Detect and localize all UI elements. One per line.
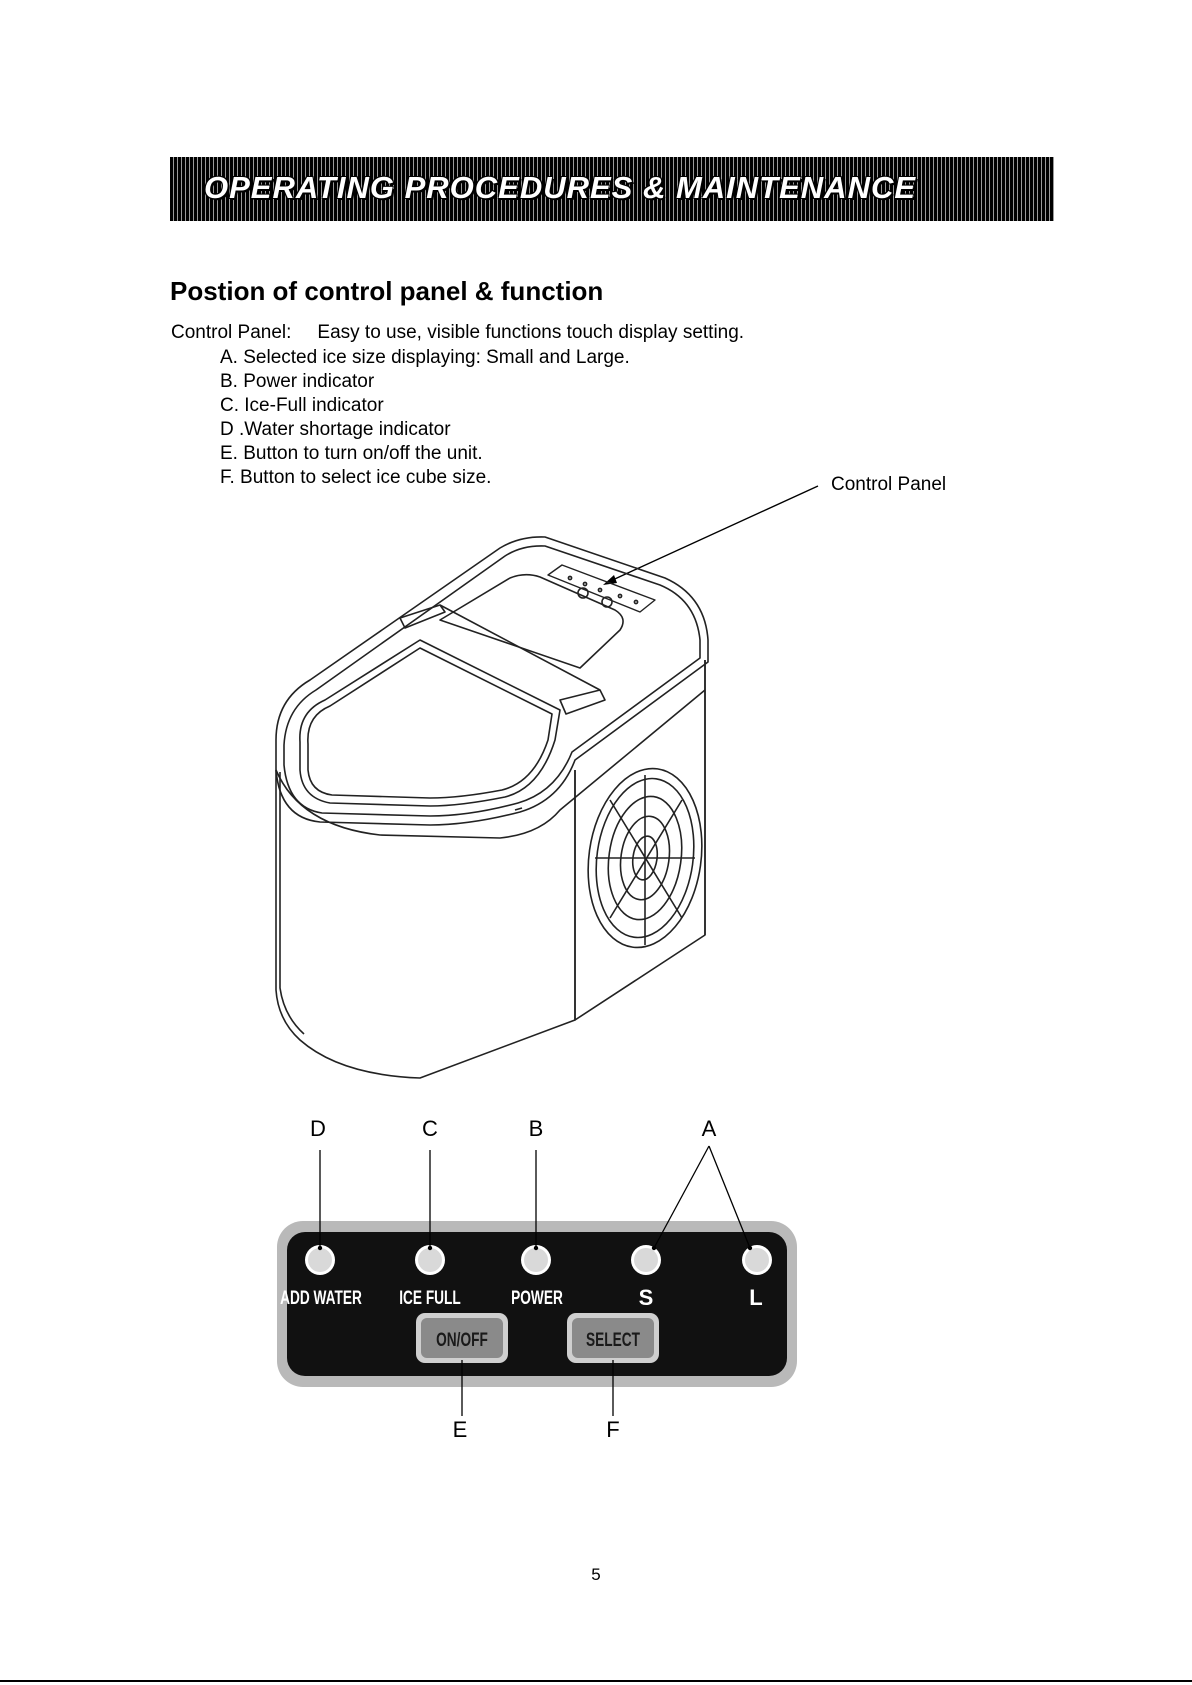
list-item: D .Water shortage indicator [220, 419, 451, 440]
indicator-large: L [742, 1245, 772, 1310]
indicator-label: S [639, 1285, 654, 1310]
list-item: C. Ice-Full indicator [220, 395, 384, 416]
indicator-small: S [631, 1245, 661, 1310]
indicator-label: ADD WATER [280, 1287, 362, 1309]
select-button[interactable]: SELECT [567, 1313, 659, 1363]
label-f: F [606, 1417, 619, 1442]
ice-maker-drawing [275, 536, 709, 1079]
section-banner: OPERATING PROCEDURES & MAINTENANCE [170, 157, 1054, 221]
function-list: A. Selected ice size displaying: Small a… [220, 346, 630, 490]
page-number: 5 [591, 1565, 601, 1584]
section-heading: Postion of control panel & function [170, 276, 604, 306]
label-e: E [453, 1417, 468, 1442]
indicator-label: ICE FULL [399, 1287, 461, 1309]
banner-title: OPERATING PROCEDURES & MAINTENANCE [204, 170, 917, 205]
list-item: B. Power indicator [220, 371, 375, 392]
indicator-ice-full: ICE FULL [399, 1245, 461, 1309]
button-label: ON/OFF [436, 1329, 488, 1351]
label-b: B [529, 1116, 544, 1141]
bottom-rule [0, 1680, 1192, 1682]
intro-label: Control Panel: [171, 322, 292, 343]
label-d: D [310, 1116, 326, 1141]
indicator-power: POWER [511, 1245, 563, 1309]
intro-line: Control Panel: Easy to use, visible funct… [171, 322, 744, 344]
intro-text: Easy to use, visible functions touch dis… [317, 322, 745, 343]
label-c: C [422, 1116, 438, 1141]
list-item: F. Button to select ice cube size. [220, 467, 492, 488]
label-a: A [702, 1116, 717, 1141]
list-item: E. Button to turn on/off the unit. [220, 443, 483, 464]
control-panel-diagram: ADD WATER ICE FULL POWER S L ON/OFF [277, 1116, 797, 1442]
control-panel-callout: Control Panel [831, 474, 947, 495]
indicator-label: L [749, 1285, 762, 1310]
leader-lines [319, 1145, 751, 1416]
button-label: SELECT [586, 1329, 640, 1351]
on-off-button[interactable]: ON/OFF [416, 1313, 508, 1363]
indicator-label: POWER [511, 1287, 563, 1309]
callout-arrow [603, 485, 819, 585]
list-item: A. Selected ice size displaying: Small a… [220, 347, 630, 368]
indicator-add-water: ADD WATER [280, 1245, 362, 1309]
